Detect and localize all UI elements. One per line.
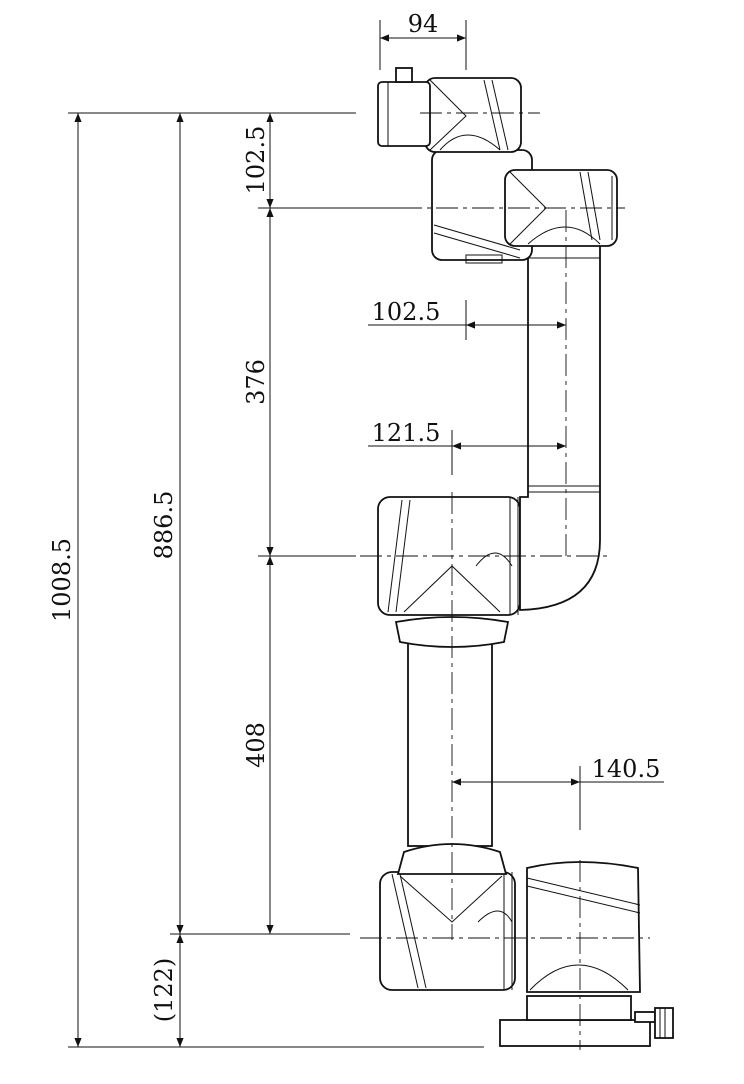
dim-offset-base: 140.5 bbox=[592, 755, 661, 783]
robot-arm-outline bbox=[360, 67, 674, 1050]
upper-arm bbox=[394, 616, 510, 875]
wrist-3-joint bbox=[377, 67, 522, 153]
dim-upper-arm-length: 408 bbox=[242, 722, 270, 768]
dim-total-height: 1008.5 bbox=[48, 538, 76, 622]
dim-base-height: (122) bbox=[150, 958, 178, 1023]
dim-offset-elbow: 121.5 bbox=[372, 419, 441, 447]
forearm bbox=[519, 244, 601, 611]
dim-top-width: 94 bbox=[408, 10, 439, 38]
base-flange bbox=[499, 995, 674, 1047]
shoulder-joint bbox=[379, 871, 516, 991]
dimension-labels: 94 1008.5 886.5 (122) 102.5 376 408 102.… bbox=[48, 10, 660, 1022]
base-joint bbox=[526, 861, 641, 993]
dimension-lines bbox=[68, 20, 664, 1048]
dim-forearm-length: 376 bbox=[242, 359, 270, 405]
dim-offset-forearm: 102.5 bbox=[372, 298, 441, 326]
dim-wrist-offset: 102.5 bbox=[242, 126, 270, 195]
center-lines bbox=[360, 112, 650, 1050]
dim-shoulder-to-wrist: 886.5 bbox=[150, 491, 178, 560]
